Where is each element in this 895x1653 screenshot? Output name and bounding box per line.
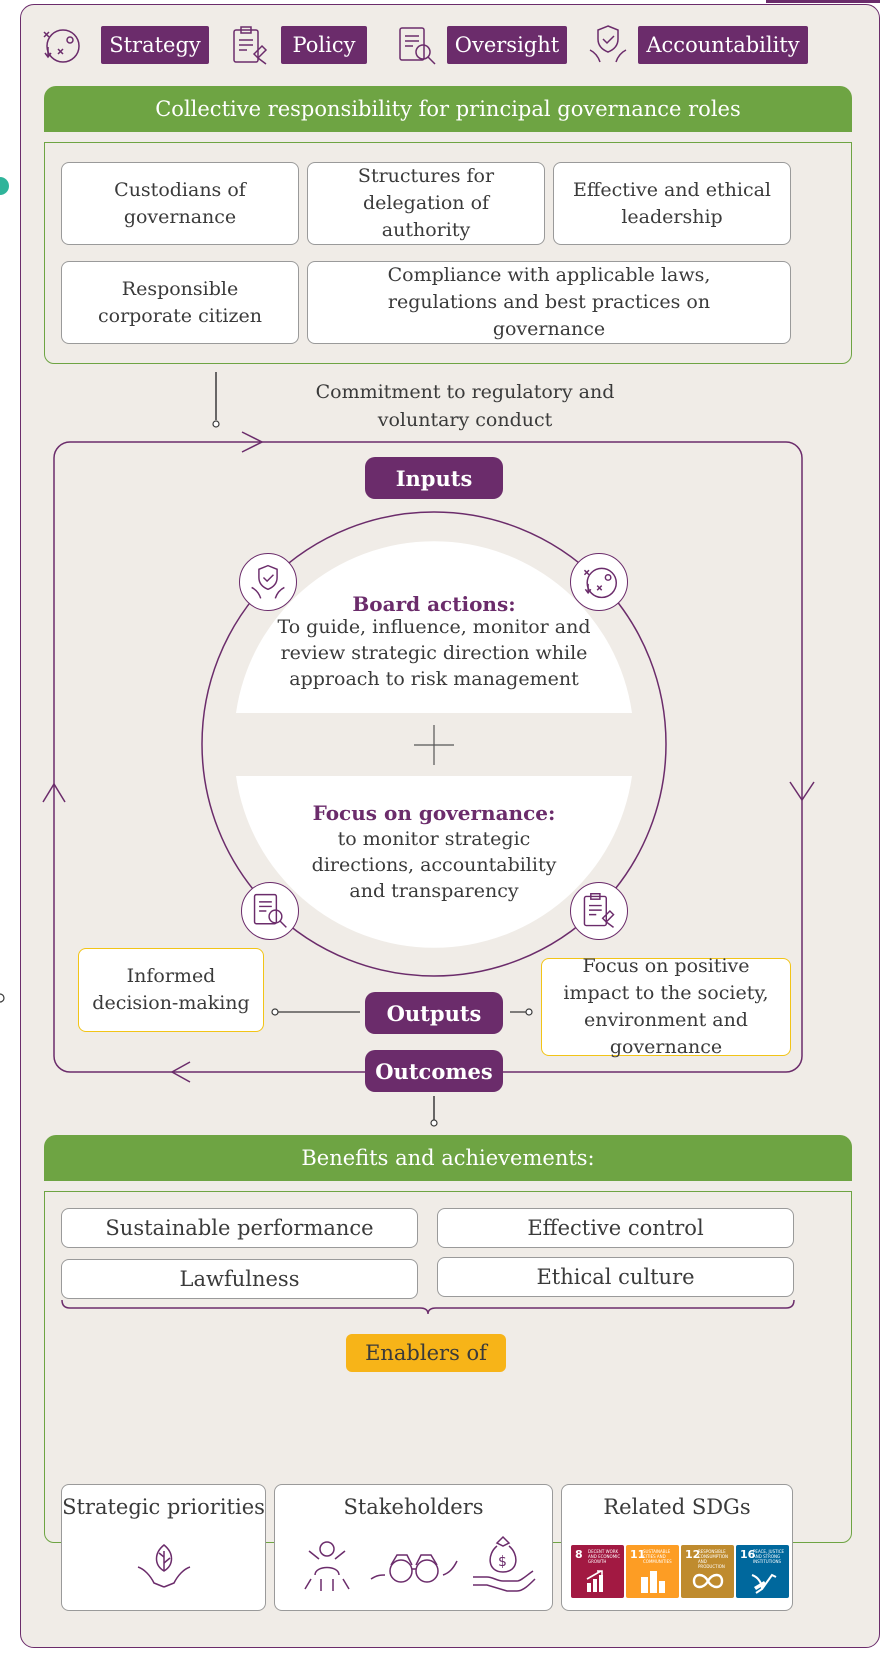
outcomes-label: Outcomes xyxy=(365,1050,503,1092)
people-network-icon xyxy=(297,1535,357,1599)
sdg-16-badge: 16 PEACE, JUSTICE AND STRONG INSTITUTION… xyxy=(736,1545,789,1598)
legend-strategy: Strategy xyxy=(101,26,209,64)
policy-icon xyxy=(228,24,272,68)
accountability-icon xyxy=(586,22,630,66)
sdg-12-badge: 12 RESPONSIBLE CONSUMPTION AND PRODUCTIO… xyxy=(681,1545,734,1598)
binoculars-icon xyxy=(369,1541,459,1595)
sdg-8-badge: 8 DECENT WORK AND ECONOMIC GROWTH xyxy=(571,1545,624,1598)
stakeholders-card: Stakeholders $ xyxy=(274,1484,553,1611)
focus-governance-text: to monitor strategic directions, account… xyxy=(311,828,557,902)
outputs-label: Outputs xyxy=(365,992,503,1034)
oversight-badge-icon xyxy=(241,882,299,940)
benefit-ethical: Ethical culture xyxy=(437,1257,794,1297)
benefit-sustainable: Sustainable performance xyxy=(61,1208,418,1248)
growth-hands-icon xyxy=(134,1537,194,1597)
focus-governance-title: Focus on governance: xyxy=(312,801,556,825)
role-delegation: Structures for delegation of authority xyxy=(307,162,545,245)
sdg-8-label: DECENT WORK AND ECONOMIC GROWTH xyxy=(588,1549,621,1564)
sdg-16-number: 16 xyxy=(740,1548,756,1561)
legend-policy: Policy xyxy=(281,26,367,64)
sdg-11-label: SUSTAINABLE CITIES AND COMMUNITIES xyxy=(643,1549,672,1564)
left-edge-node xyxy=(0,993,5,1003)
policy-badge-icon xyxy=(570,882,628,940)
chart-growth-icon xyxy=(586,1570,603,1592)
roles-box xyxy=(44,142,852,364)
related-sdgs-title: Related SDGs xyxy=(603,1495,751,1519)
benefit-control: Effective control xyxy=(437,1208,794,1248)
sdg-8-number: 8 xyxy=(575,1548,583,1561)
stakeholders-title: Stakeholders xyxy=(343,1495,484,1519)
strategy-icon xyxy=(38,23,82,67)
strategic-priorities-title: Strategic priorities xyxy=(62,1495,265,1519)
strategy-badge-icon xyxy=(570,553,628,611)
role-compliance: Compliance with applicable laws, regulat… xyxy=(307,261,791,344)
sdg-12-label: RESPONSIBLE CONSUMPTION AND PRODUCTION xyxy=(698,1549,729,1569)
oversight-icon xyxy=(395,24,439,68)
teal-marker xyxy=(0,177,9,195)
role-citizen: Responsible corporate citizen xyxy=(61,261,299,344)
infinity-icon xyxy=(692,1573,724,1589)
panel-tab-accent xyxy=(766,0,880,3)
role-leadership: Effective and ethical leadership xyxy=(553,162,791,245)
commitment-text: Commitment to regulatory and voluntary c… xyxy=(315,381,615,431)
dove-gavel-icon xyxy=(751,1573,777,1594)
legend-accountability: Accountability xyxy=(638,26,808,64)
enablers-label: Enablers of xyxy=(346,1334,506,1372)
roles-header: Collective responsibility for principal … xyxy=(44,86,852,132)
sdg-16-label: PEACE, JUSTICE AND STRONG INSTITUTIONS xyxy=(753,1549,785,1564)
benefit-lawfulness: Lawfulness xyxy=(61,1259,418,1299)
sdg-11-number: 11 xyxy=(630,1548,646,1561)
money-bag-hand-icon: $ xyxy=(471,1533,537,1599)
benefits-header: Benefits and achievements: xyxy=(44,1135,852,1181)
strategic-priorities-card: Strategic priorities xyxy=(61,1484,266,1611)
role-custodians: Custodians of governance xyxy=(61,162,299,245)
board-actions-title: Board actions: xyxy=(352,592,516,616)
positive-impact-box: Focus on positive impact to the society,… xyxy=(541,955,791,1058)
sdg-12-number: 12 xyxy=(685,1548,701,1561)
city-buildings-icon xyxy=(641,1571,665,1593)
informed-decision-box: Informed decision-making xyxy=(78,948,264,1032)
svg-text:$: $ xyxy=(498,1554,507,1570)
board-actions-text: To guide, influence, monitor and review … xyxy=(277,616,591,690)
legend-oversight: Oversight xyxy=(447,26,567,64)
sdg-11-badge: 11 SUSTAINABLE CITIES AND COMMUNITIES xyxy=(626,1545,679,1598)
accountability-badge-icon xyxy=(239,553,297,611)
inputs-label: Inputs xyxy=(365,457,503,499)
